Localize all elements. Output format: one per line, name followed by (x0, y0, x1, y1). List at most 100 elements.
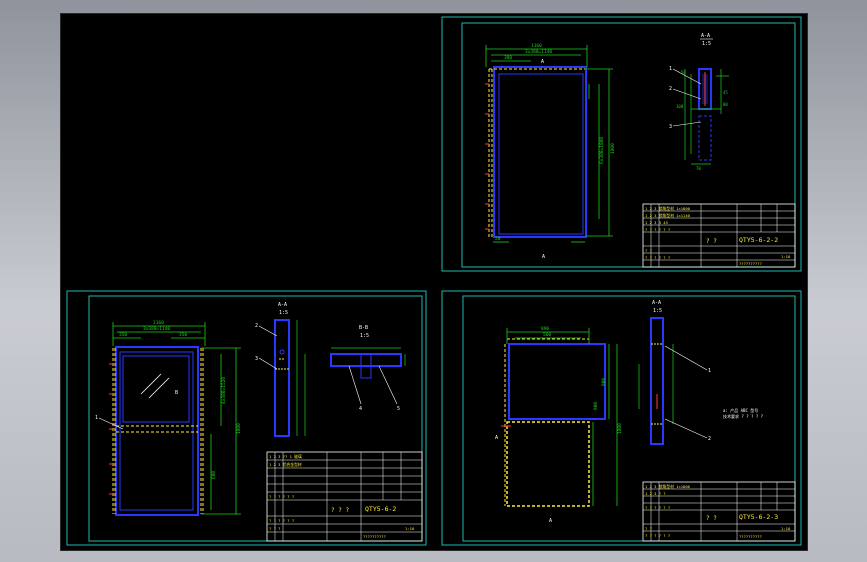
svg-text:? ? ? ? ? ?: ? ? ? ? ? ? (269, 494, 294, 499)
section-label: A-A (278, 302, 287, 308)
section-dim-2: 100 (676, 104, 684, 109)
callout-1: 1 (669, 66, 672, 72)
sheet-frame-inner (88, 295, 423, 542)
dimensions-bottom-right (506, 328, 618, 506)
section-mark-left: A (495, 435, 498, 441)
callout-3: 3 (669, 124, 672, 130)
title-name: ? ? ? (331, 507, 349, 514)
svg-text:? ?: ? ? (645, 526, 652, 531)
section-scale: 1:5 (653, 308, 662, 314)
svg-text:? ? ? ? ? ?: ? ? ? ? ? ? (269, 518, 294, 523)
cad-model-space[interactable]: 1160 3x380=1140 380 1800 6x380=1800 20 A… (60, 13, 808, 551)
svg-text:1 2 3 3 45: 1 2 3 3 45 (645, 220, 668, 225)
callout-5: 5 (397, 406, 400, 412)
callout-2: 2 (255, 323, 258, 329)
door-frame-inner (498, 73, 584, 235)
small-dim-1: 350 (119, 332, 127, 338)
title-footer: ?????????? (739, 534, 762, 539)
section-dims (684, 69, 729, 165)
small-dim: 380 (504, 55, 512, 61)
svg-text:? ? ? ? ? ?: ? ? ? ? ? ? (645, 227, 670, 232)
section-scale: 1:5 (279, 310, 288, 316)
segment-dim: 6x380=1800 (599, 137, 605, 164)
title-name: ? ? (706, 515, 717, 522)
svg-text:? ? ? ? ? ?: ? ? ? ? ? ? (645, 255, 670, 260)
door-frame-outline (493, 66, 587, 238)
svg-text:? ? ? ? ? ?: ? ? ? ? ? ? (645, 505, 670, 510)
offset-dim: 20 (495, 236, 501, 242)
title-block-bottom-right[interactable]: 1 2 3 锁角型材 1×1800 1 2 3 ? ? ? ? ? ? ? ? … (642, 481, 796, 542)
panel-upper-outline (508, 343, 606, 420)
door-inner (119, 351, 194, 511)
upper-dim: 900 (601, 378, 607, 386)
title-scale: 1:10 (781, 254, 791, 259)
width-dim: 1160 (153, 320, 164, 326)
section-dim-4: 80 (723, 102, 728, 107)
section-profile-lower (698, 115, 712, 161)
sheet-frame-outer (441, 290, 802, 546)
callout-1: 1 (708, 368, 711, 374)
svg-text:? ? ? ? ? ?: ? ? ? ? ? ? (645, 533, 670, 538)
drawing-code: QTY5-6-2 (365, 505, 396, 513)
drawing-code: QTY5-6-2-2 (739, 236, 778, 244)
title-block-bottom-left[interactable]: 1 2 3 ?? 1 玻璃 1 2 3 铝合金型材 ? ? ? ? ? ? ? … (266, 451, 423, 542)
sheet-bottom-left[interactable]: 1160 3x380=1140 350 350 1800 4x380=1520 … (66, 290, 427, 546)
sheet-frame-outer (66, 290, 427, 546)
title-name: ? ? (706, 238, 717, 245)
section-dim-3: 45 (723, 90, 728, 95)
section-mark-bottom: A (549, 518, 552, 524)
section-label: A-A (701, 33, 710, 39)
title-footer: ?????????? (363, 534, 386, 539)
lower-dim: 900 (593, 402, 599, 410)
lower-dim: 680 (211, 471, 217, 479)
glass-panel (122, 355, 190, 423)
sheet-bottom-right[interactable]: 890 560 900 1800 900 A A A-A 1:5 1 2 a: … (441, 290, 802, 546)
drawing-code: QTY5-6-2-3 (739, 513, 778, 521)
height-dim: 1800 (236, 423, 242, 434)
glass-hatch (140, 373, 170, 399)
small-dim-2: 350 (179, 332, 187, 338)
section-ticks (485, 83, 489, 230)
section2-profile (330, 353, 402, 367)
door-outline (115, 346, 199, 516)
section-ticks (109, 363, 113, 495)
callout-3: 3 (255, 356, 258, 362)
title-block-top-right[interactable]: 1 2 3 锁角型材 1×1800 1 2 3 锁角型材 1×1140 1 2 … (642, 203, 796, 268)
callout-4: 4 (359, 406, 362, 412)
panel-lower-hidden (506, 421, 590, 507)
inner-dim: 3x380=1140 (525, 49, 552, 55)
mark-b: B (175, 390, 178, 396)
section-profile (274, 319, 290, 437)
section2-scale: 1:5 (360, 333, 369, 339)
svg-text:1 2 3 锁角型材 1×1800: 1 2 3 锁角型材 1×1800 (645, 206, 691, 211)
svg-text:1 2 3 铝合金型材: 1 2 3 铝合金型材 (269, 462, 302, 467)
inner-dim: 560 (543, 332, 551, 338)
note-line-2: 技术要求 ? ? ? ? ? (723, 413, 764, 419)
svg-text:1 2 3 ?? 1 玻璃: 1 2 3 ?? 1 玻璃 (269, 454, 302, 459)
dimensions-top-right (485, 45, 613, 243)
section-dim-5: 70 (696, 166, 701, 171)
svg-text:1 2 3 锁角型材 1×1800: 1 2 3 锁角型材 1×1800 (645, 484, 691, 489)
sheet-frame-inner (461, 22, 796, 268)
section2-label: B-B (359, 325, 368, 331)
section-label: A-A (652, 300, 661, 306)
svg-text:? ? ?: ? ? ? (269, 526, 280, 531)
sheet-top-right[interactable]: 1160 3x380=1140 380 1800 6x380=1800 20 A… (441, 16, 802, 272)
sheet-frame-outer (441, 16, 802, 272)
section-scale: 1:5 (702, 41, 711, 47)
section-mark-top: A (541, 59, 544, 65)
section-mark-bottom: A (542, 254, 545, 260)
callout-leaders (672, 68, 702, 127)
segment-dim: 4x380=1520 (221, 377, 227, 404)
callout-2: 2 (708, 436, 711, 442)
section2-dims (331, 347, 406, 366)
hidden-lines (112, 348, 204, 514)
inner-dim: 3x380=1140 (143, 326, 170, 332)
callout-2: 2 (669, 86, 672, 92)
dimensions-bottom-left (112, 322, 241, 515)
title-footer: ?????????? (739, 261, 762, 266)
callout-1: 1 (95, 415, 98, 421)
cad-drawing: 1160 3x380=1140 380 1800 6x380=1800 20 A… (66, 16, 802, 546)
section-dims (296, 320, 306, 436)
width-dim: 890 (541, 326, 549, 332)
